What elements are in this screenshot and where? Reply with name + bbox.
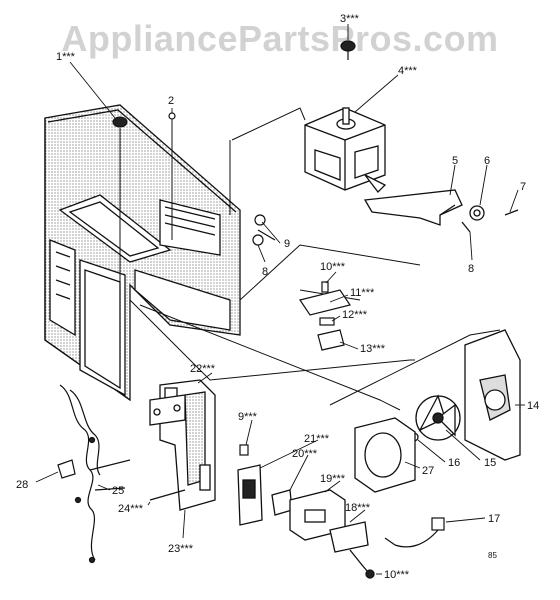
label-part-22: 22*** xyxy=(190,363,216,375)
label-part-3: 3*** xyxy=(340,13,360,25)
label-part-10b: 10*** xyxy=(384,569,410,581)
door-lever xyxy=(149,394,186,426)
antenna-cap xyxy=(340,40,356,60)
label-part-16: 16 xyxy=(448,457,460,469)
switch-20 xyxy=(271,489,293,516)
magnetron xyxy=(304,107,387,193)
label-part-1: 1*** xyxy=(56,51,76,63)
label-part-17: 17 xyxy=(488,513,500,525)
cabinet-chassis xyxy=(44,104,241,402)
watermark: AppliancePartsPros.com xyxy=(61,18,499,59)
label-part-20: 20*** xyxy=(292,448,318,460)
label-part-4: 4*** xyxy=(398,65,418,77)
cord-17 xyxy=(384,517,445,548)
part-2-screw xyxy=(168,112,176,120)
wire-harness xyxy=(59,384,131,564)
label-part-8a: 8 xyxy=(262,266,268,278)
fan-motor-assembly xyxy=(409,329,521,461)
label-part-8b: 8 xyxy=(468,263,474,275)
label-part-19: 19*** xyxy=(320,473,346,485)
label-part-13: 13*** xyxy=(360,343,386,355)
magnetron-bracket xyxy=(363,189,519,233)
thermal-18 xyxy=(329,521,375,579)
cabinet-screws xyxy=(252,214,276,246)
label-part-6: 6 xyxy=(484,155,490,167)
label-part-21: 21*** xyxy=(304,433,330,445)
label-part-11: 11*** xyxy=(350,287,375,299)
label-part-2: 2 xyxy=(168,95,174,107)
label-part-15: 15 xyxy=(484,457,496,469)
label-part-28: 28 xyxy=(16,479,28,491)
label-arrows xyxy=(35,24,525,575)
label-part-27: 27 xyxy=(422,465,434,477)
latch-21 xyxy=(237,464,263,526)
diagram-code: 85 xyxy=(488,551,497,560)
label-part-14: 14 xyxy=(527,400,539,412)
bracket-19 xyxy=(289,489,346,541)
label-part-25: 25 xyxy=(112,485,124,497)
part-1-knob xyxy=(112,116,128,128)
label-part-23: 23*** xyxy=(168,543,194,555)
screw-9 xyxy=(239,444,249,456)
label-part-24: 24*** xyxy=(118,503,144,515)
leader-lines xyxy=(119,107,501,411)
label-part-18: 18*** xyxy=(345,502,371,514)
label-part-5: 5 xyxy=(452,155,458,167)
label-part-9: 9 xyxy=(284,238,290,250)
label-part-10a: 10*** xyxy=(320,261,346,273)
label-part-7: 7 xyxy=(520,181,526,193)
fan-shroud xyxy=(354,417,416,493)
switch-assembly xyxy=(299,281,351,351)
label-part-12: 12*** xyxy=(342,309,368,321)
connector-28 xyxy=(57,459,76,479)
label-part-9b: 9*** xyxy=(238,411,258,423)
